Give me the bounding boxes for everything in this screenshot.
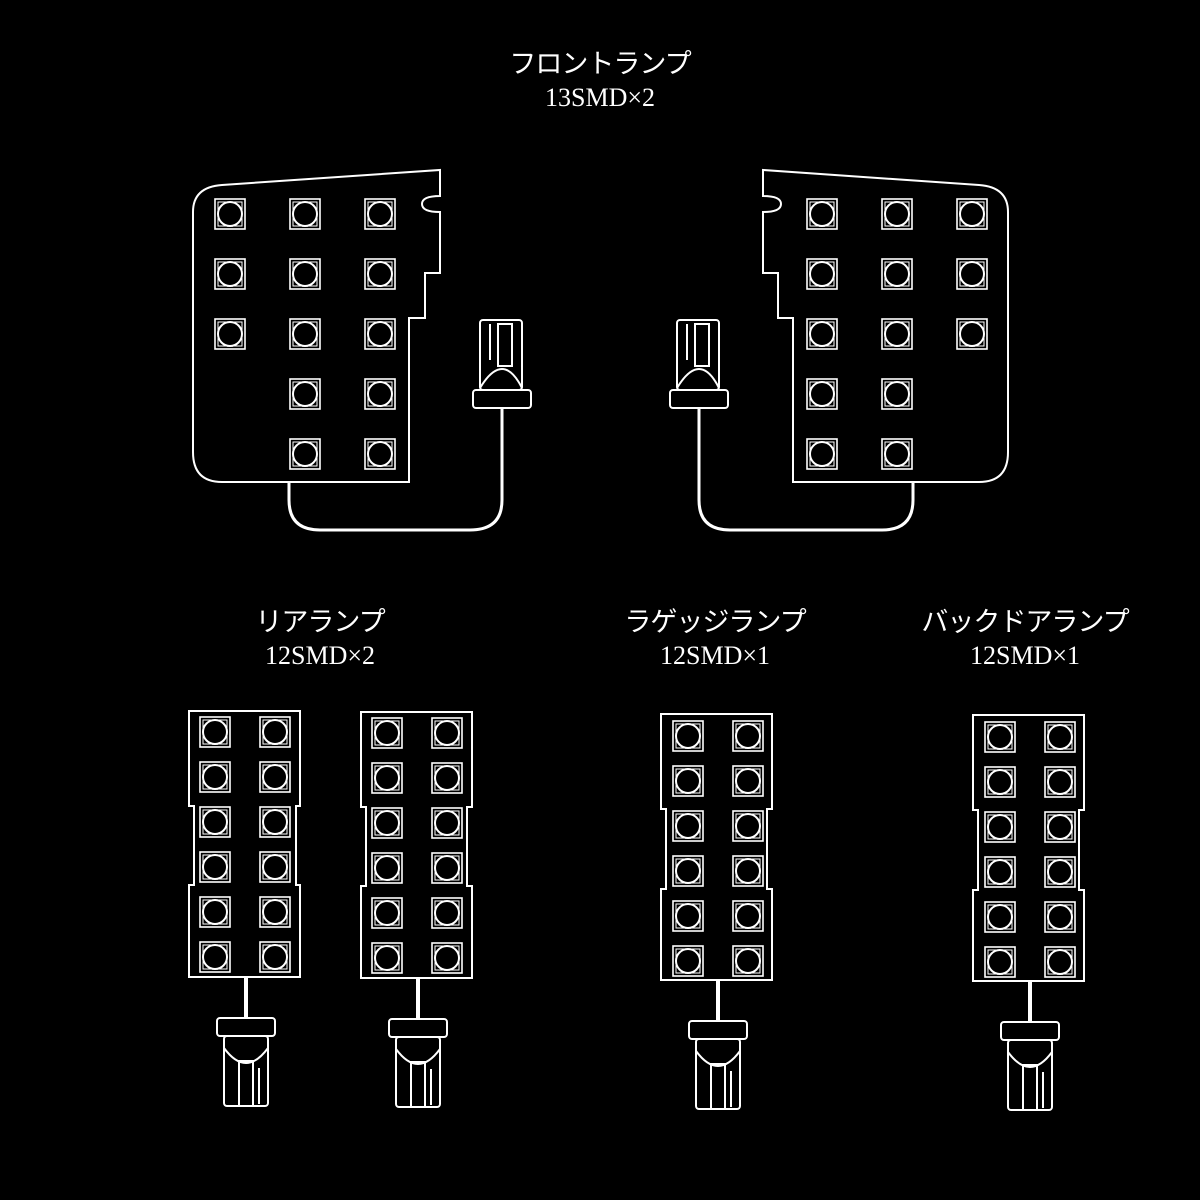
- backdoor-lamp-name: バックドアランプ: [921, 607, 1129, 638]
- luggage-lamp-name: ラゲッジランプ: [624, 607, 806, 638]
- luggage-socket: [688, 1020, 748, 1110]
- rear-socket-2: [388, 1018, 448, 1108]
- front-right-socket: [669, 319, 729, 409]
- luggage-lamp-spec: 12SMD×1: [659, 640, 771, 670]
- front-lamp-name: フロントランプ: [509, 49, 691, 80]
- rear-lamp-label: リアランプ 12SMD×2: [180, 606, 460, 672]
- luggage-board: [660, 713, 773, 1110]
- rear-lamp-spec: 12SMD×2: [264, 640, 376, 670]
- rear-socket-1: [216, 1017, 276, 1107]
- front-right-board: [762, 168, 1009, 483]
- backdoor-lamp-spec: 12SMD×1: [969, 640, 1081, 670]
- backdoor-lamp-label: バックドアランプ 12SMD×1: [890, 606, 1160, 672]
- front-lamp-spec: 13SMD×2: [544, 82, 656, 112]
- rear-board-2: [360, 711, 473, 1108]
- rear-board-1: [188, 710, 301, 1107]
- front-right-cable: [697, 408, 915, 532]
- rear-lamp-name: リアランプ: [255, 607, 385, 638]
- backdoor-board: [972, 714, 1085, 1111]
- front-lamp-label: フロントランプ 13SMD×2: [450, 48, 750, 114]
- front-left-socket: [472, 319, 532, 409]
- front-left-cable: [287, 408, 504, 532]
- backdoor-socket: [1000, 1021, 1060, 1111]
- front-left-board: [192, 168, 441, 483]
- luggage-lamp-label: ラゲッジランプ 12SMD×1: [580, 606, 850, 672]
